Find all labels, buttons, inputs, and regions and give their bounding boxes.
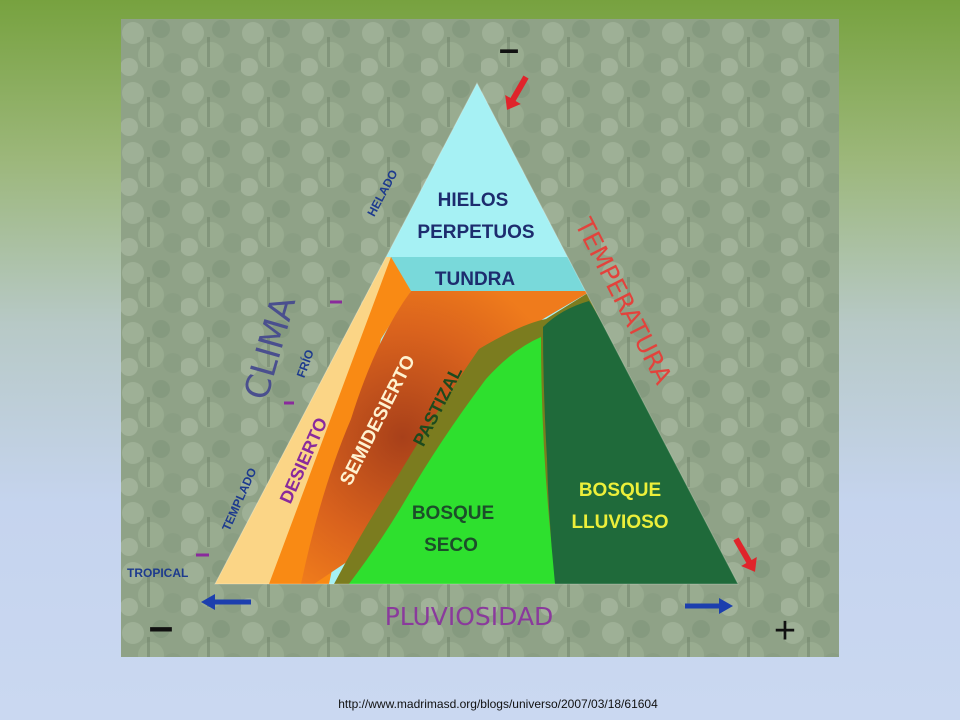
label-hielos-2: PERPETUOS <box>417 222 534 243</box>
label-hielos-1: HIELOS <box>438 190 509 211</box>
label-tundra: TUNDRA <box>435 269 515 290</box>
life-zones-triangle: HIELOS PERPETUOS TUNDRA SEMIDESIERTO PAS… <box>121 19 839 657</box>
pyramid-diagram-image: HIELOS PERPETUOS TUNDRA SEMIDESIERTO PAS… <box>121 19 839 657</box>
label-bosque-seco-2: SECO <box>424 535 478 556</box>
label-pluviosidad: PLUVIOSIDAD <box>385 602 554 631</box>
minus-sign-bottom-left: – <box>149 602 173 651</box>
label-bosque-lluvioso-1: BOSQUE <box>579 480 661 501</box>
blue-arrow-right-icon <box>685 598 733 614</box>
label-bosque-lluvioso-2: LLUVIOSO <box>571 512 668 533</box>
zone-bosque-seco <box>321 337 561 584</box>
blue-arrow-left-icon <box>201 594 251 610</box>
zone-bosque-lluvioso <box>543 301 738 584</box>
climate-ticks <box>196 300 342 557</box>
red-arrow-down-icon <box>733 537 757 572</box>
label-tropical: TROPICAL <box>127 566 188 580</box>
red-arrow-up-icon <box>505 75 529 110</box>
zone-desierto <box>269 257 411 584</box>
plus-sign-bottom-right: + <box>774 610 796 652</box>
label-bosque-seco-1: BOSQUE <box>412 503 494 524</box>
minus-sign-top: – <box>499 28 519 69</box>
source-url: http://www.madrimasd.org/blogs/universo/… <box>338 697 658 711</box>
